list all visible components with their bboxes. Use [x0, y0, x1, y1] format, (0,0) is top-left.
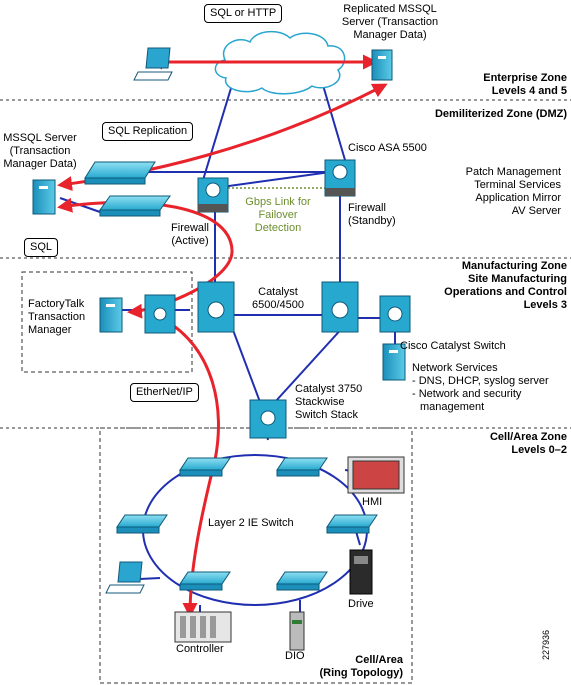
laptop-icon-enterprise: [133, 47, 173, 81]
label-firewall-standby: Firewall(Standby): [348, 202, 396, 227]
label-dio: DIO: [285, 650, 305, 662]
label-cisco-catalyst-switch: Cisco Catalyst Switch: [400, 340, 506, 352]
callout-ethernet-ip: EtherNet/IP: [130, 383, 199, 402]
label-controller: Controller: [176, 643, 224, 655]
ring-switch-icon-3: [116, 514, 168, 534]
catalyst-3750-stack-icon: [249, 399, 287, 439]
dmz-switch-2-icon: [99, 195, 171, 217]
laptop-icon-cell: [105, 561, 145, 594]
label-layer2: Layer 2 IE Switch: [208, 517, 294, 529]
catalyst-6500-left-icon: [197, 281, 235, 333]
label-cell-area: Cell/Area(Ring Topology): [319, 654, 404, 679]
factorytalk-switch-icon: [144, 294, 176, 334]
figure-id: 227936: [541, 629, 551, 660]
label-cisco-asa: Cisco ASA 5500: [348, 142, 427, 154]
ring-switch-icon-2: [276, 457, 328, 477]
factorytalk-server-icon: [99, 297, 123, 333]
mssql-server-icon: [32, 179, 56, 215]
catalyst-6500-right-icon: [321, 281, 359, 333]
cisco-catalyst-switch-icon: [379, 295, 411, 333]
label-firewall-active: Firewall(Active): [171, 222, 209, 247]
ring-switch-icon-1: [179, 457, 231, 477]
callout-sql-http: SQL or HTTP: [204, 4, 283, 23]
ring-switch-icon-4: [326, 514, 378, 534]
label-network-services: Network Services- DNS, DHCP, syslog serv…: [412, 362, 549, 413]
network-links: [59, 74, 396, 615]
dmz-switch-1-icon: [84, 161, 156, 185]
label-hmi: HMI: [362, 496, 383, 508]
ring-switch-icon-5: [179, 571, 231, 591]
controller-icon: [174, 611, 232, 643]
network-services-server-icon: [382, 343, 406, 381]
callout-sql: SQL: [24, 238, 59, 257]
label-drive: Drive: [348, 598, 374, 610]
replicated-server-icon: [371, 49, 393, 81]
ring-switch-icon-6: [276, 571, 328, 591]
hmi-icon: [347, 456, 405, 494]
dio-icon: [289, 611, 305, 651]
firewall-active-icon: [197, 177, 229, 213]
firewall-standby-icon: [324, 159, 356, 197]
callout-sql-replication: SQL Replication: [102, 122, 194, 141]
zone-dmz-title: Demiliterized Zone (DMZ): [434, 108, 567, 120]
drive-icon: [349, 549, 373, 595]
